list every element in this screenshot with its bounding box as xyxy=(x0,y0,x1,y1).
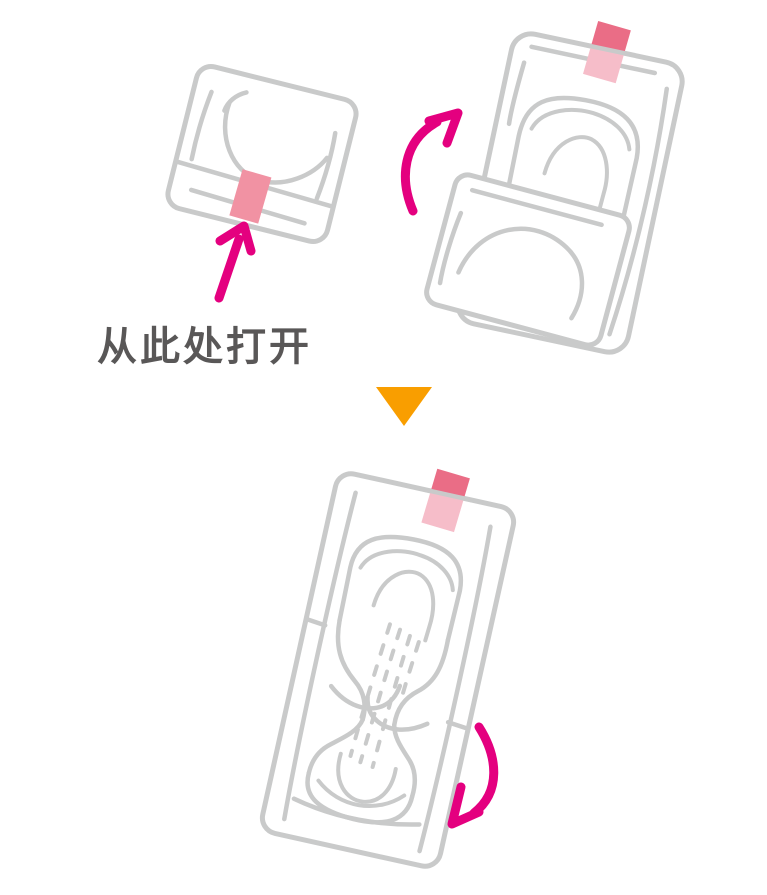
wrapper-left-fold-line xyxy=(282,490,358,822)
open-flap-arrow-head-icon xyxy=(424,108,463,148)
flap-right-crease xyxy=(607,86,670,337)
pad-right-lower-curve xyxy=(392,722,418,799)
pad-dome-crease xyxy=(542,135,609,216)
front-pocket-flap-curve xyxy=(456,226,585,321)
pad-bottom-smile-crease xyxy=(316,778,407,808)
pad-end-arc xyxy=(529,107,632,152)
pad-top-dome-crease xyxy=(371,569,436,643)
package-left-crease xyxy=(189,89,214,162)
pad-bottom-outline xyxy=(305,771,415,825)
left-wing-curve xyxy=(328,683,403,711)
unrolled-pad-illustration xyxy=(259,468,517,869)
wrapper-right-tick xyxy=(445,720,470,731)
edge-over-tape xyxy=(582,42,633,57)
unroll-arrow-shaft xyxy=(469,722,499,818)
center-stitch-dashes-1 xyxy=(348,622,392,758)
folded-package-illustration xyxy=(165,64,359,244)
open-flap-arrow-shaft xyxy=(400,117,442,216)
pink-opening-tab xyxy=(229,169,272,224)
flap-left-crease xyxy=(506,60,527,127)
wrapper-right-fold-line xyxy=(417,524,493,854)
open-here-arrow-shaft xyxy=(214,234,244,303)
edge-over-tape xyxy=(423,487,474,503)
open-here-arrow-head-icon xyxy=(215,221,256,256)
front-pocket-top-crease xyxy=(469,187,604,228)
wrapper-left-tick xyxy=(304,617,328,628)
pad-right-waist-curve xyxy=(392,638,451,727)
opening-package-front-illustration xyxy=(424,172,632,348)
pad-bottom-u-crease xyxy=(336,751,398,804)
pad-visible-outline xyxy=(484,95,641,325)
front-pocket-left-crease xyxy=(437,210,464,286)
unroll-arrow-head-icon xyxy=(447,782,484,829)
center-stitch-dashes-3 xyxy=(370,633,412,769)
pad-top-arc xyxy=(358,549,455,593)
triangle-down-icon xyxy=(376,387,432,426)
tape-lower-half xyxy=(421,489,464,533)
open-here-label: 从此处打开 xyxy=(97,325,312,369)
center-stitch-dashes-2 xyxy=(358,627,403,765)
center-stitch-dashes-4 xyxy=(398,640,421,706)
tape-lower-half xyxy=(583,45,624,84)
package-right-crease xyxy=(314,130,338,201)
pad-top-outline xyxy=(337,534,464,643)
